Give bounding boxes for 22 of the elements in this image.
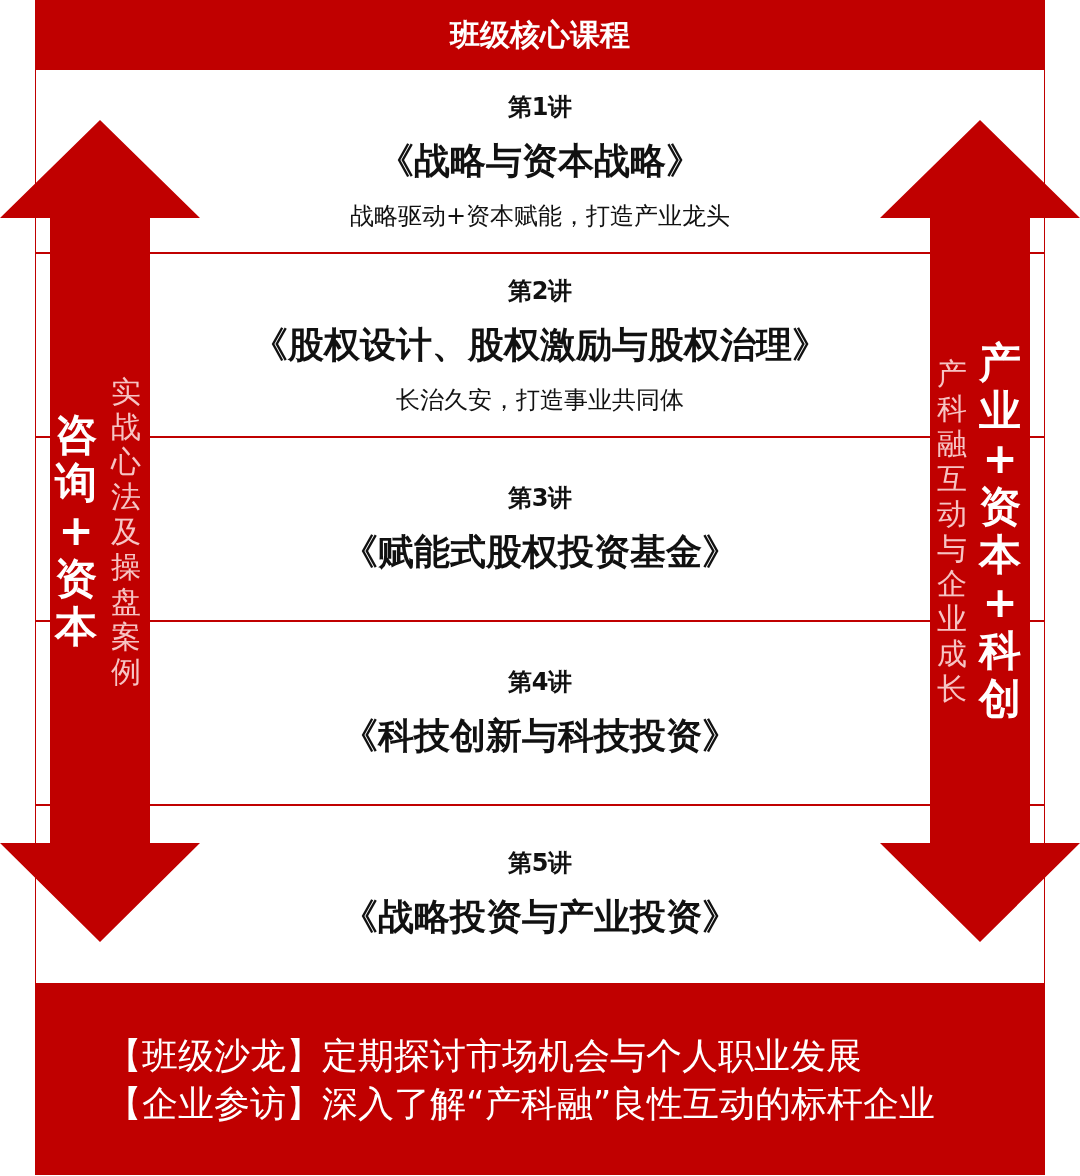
lecture-number: 第4讲 [507, 666, 573, 698]
footer-line: 【班级沙龙】定期探讨市场机会与个人职业发展 [106, 1034, 863, 1078]
lecture-number: 第5讲 [507, 848, 573, 879]
double-arrow [880, 120, 1080, 942]
footer-panel [36, 985, 1044, 1175]
course-title: 《战略投资与产业投资》 [342, 895, 738, 939]
arrow-subtitle: 产科融互动与企业成长 [936, 356, 968, 706]
arrow-heading: 咨询+资本 [54, 411, 98, 651]
course-tagline: 长治久安，打造事业共同体 [396, 384, 684, 416]
lecture-number: 第3讲 [507, 482, 573, 514]
course-title: 《科技创新与科技投资》 [342, 713, 738, 758]
footer-line: 【企业参访】深入了解“产科融”良性互动的标杆企业 [106, 1082, 937, 1126]
arrow-subtitle: 实战心法及操盘案例 [110, 374, 142, 689]
course-title: 《股权设计、股权激励与股权治理》 [252, 322, 828, 367]
section-header: 班级核心课程 [36, 0, 1044, 70]
double-arrow [0, 120, 200, 942]
arrow-heading: 产业+资本+科创 [978, 339, 1022, 723]
course-title: 《战略与资本战略》 [378, 138, 702, 183]
course-title: 《赋能式股权投资基金》 [342, 529, 738, 574]
lecture-number: 第1讲 [507, 91, 573, 123]
course-tagline: 战略驱动+资本赋能，打造产业龙头 [349, 200, 731, 232]
lecture-number: 第2讲 [507, 275, 573, 307]
